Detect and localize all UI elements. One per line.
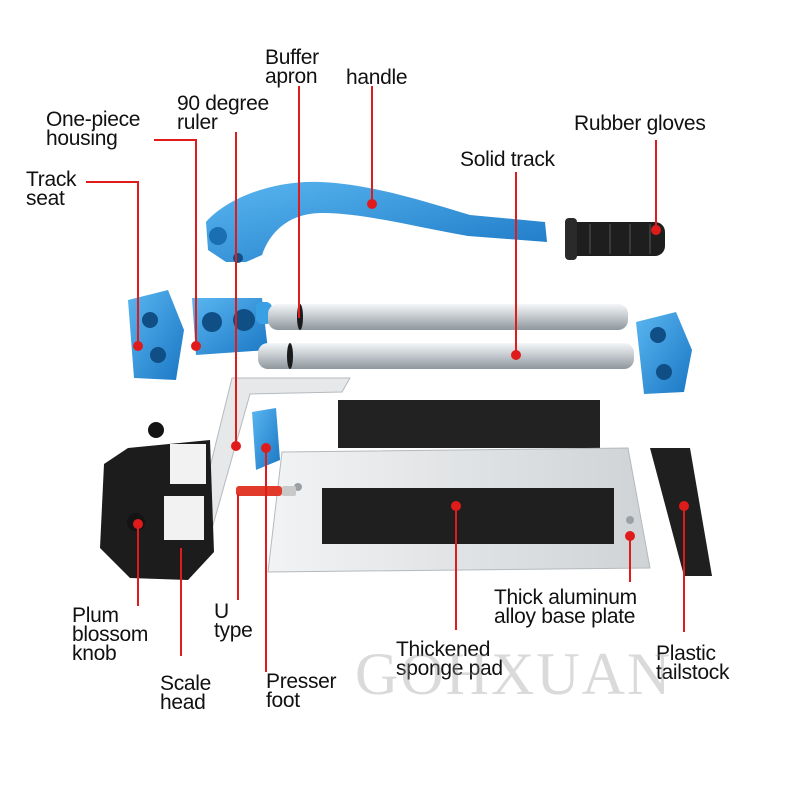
- track-seat-left: [128, 290, 184, 380]
- label-scale-head: Scale head: [160, 672, 212, 714]
- label-90-degree-ruler: 90 degree ruler: [177, 92, 269, 134]
- watermark: GOHXUAN: [355, 641, 673, 707]
- sponge-pad-top: [338, 400, 600, 448]
- scale-head-part: [100, 422, 214, 580]
- housing-part: [192, 298, 272, 355]
- u-type-part: [252, 408, 280, 470]
- label-base-plate: Thick aluminum alloy base plate: [494, 586, 637, 628]
- label-rubber-gloves: Rubber gloves: [574, 112, 706, 135]
- label-solid-track: Solid track: [460, 148, 555, 171]
- leader-lines: [86, 86, 689, 672]
- label-handle: handle: [346, 66, 408, 89]
- label-track-seat: Track seat: [26, 168, 77, 210]
- label-plum-blossom-knob: Plum blossom knob: [72, 604, 149, 665]
- label-plastic-tailstock: Plastic tailstock: [656, 642, 730, 684]
- rods-part: [258, 304, 634, 369]
- label-buffer-apron: Buffer apron: [265, 46, 319, 88]
- track-seat-right: [636, 312, 692, 394]
- presser-foot-part: [236, 486, 296, 496]
- label-one-piece-housing: One-piece housing: [46, 108, 141, 150]
- label-thickened-sponge-pad: Thickened sponge pad: [396, 638, 503, 680]
- tailstock-part: [650, 448, 712, 576]
- label-u-type: U type: [214, 600, 253, 642]
- label-presser-foot: Presser foot: [266, 670, 337, 712]
- handle-part: [206, 181, 547, 263]
- rubber-grip-part: [565, 218, 665, 260]
